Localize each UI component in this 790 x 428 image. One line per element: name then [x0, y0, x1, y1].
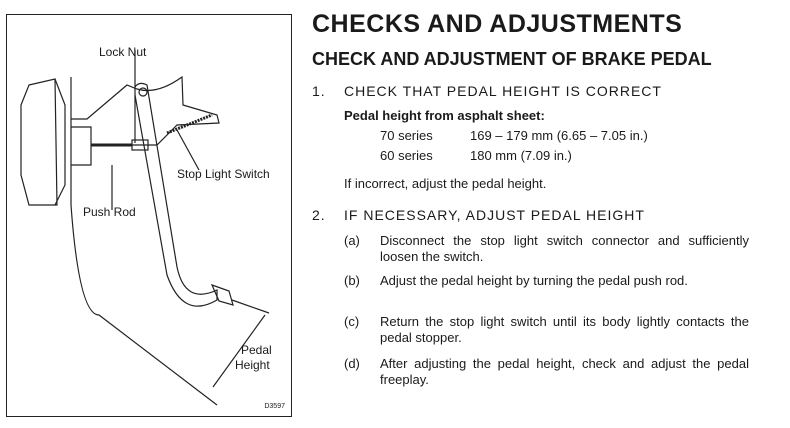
- substep-text: Return the stop light switch until its b…: [380, 314, 749, 345]
- push-rod-label: Push Rod: [83, 205, 136, 219]
- spec-value-60: 180 mm (7.09 in.): [470, 148, 572, 163]
- section-title: CHECK AND ADJUSTMENT OF BRAKE PEDAL: [312, 49, 712, 69]
- spec-label: Pedal height from asphalt sheet:: [344, 108, 545, 123]
- substep-marker: (d): [344, 356, 360, 371]
- step-1-number: 1.: [312, 83, 326, 99]
- substep-text: After adjusting the pedal height, check …: [380, 356, 749, 387]
- step-2-number: 2.: [312, 207, 326, 223]
- substep-d: (d) After adjusting the pedal height, ch…: [344, 356, 749, 388]
- step-1-heading: CHECK THAT PEDAL HEIGHT IS CORRECT: [344, 83, 662, 99]
- spec-series-70: 70 series: [380, 128, 433, 143]
- pedal-height-label-line1: Pedal: [241, 343, 272, 357]
- lock-nut-label: Lock Nut: [99, 45, 147, 59]
- step-1-note: If incorrect, adjust the pedal height.: [344, 176, 547, 191]
- brake-pedal-diagram: [20, 50, 270, 406]
- pedal-height-label-line2: Height: [235, 358, 270, 372]
- substep-a: (a) Disconnect the stop light switch con…: [344, 233, 749, 265]
- stop-light-switch-label: Stop Light Switch: [177, 167, 270, 181]
- substep-marker: (c): [344, 314, 360, 329]
- spec-series-60: 60 series: [380, 148, 433, 163]
- spec-value-70: 169 – 179 mm (6.65 – 7.05 in.): [470, 128, 648, 143]
- page-title: CHECKS AND ADJUSTMENTS: [312, 10, 683, 38]
- brake-pedal-figure: Lock Nut Stop Light Switch Push Rod Peda…: [6, 14, 292, 417]
- step-2-heading: IF NECESSARY, ADJUST PEDAL HEIGHT: [344, 207, 645, 223]
- substep-text: Adjust the pedal height by turning the p…: [380, 273, 688, 288]
- substep-text: Disconnect the stop light switch connect…: [380, 233, 749, 264]
- substep-c: (c) Return the stop light switch until i…: [344, 314, 749, 346]
- figure-code: D3597: [264, 403, 285, 410]
- substep-marker: (a): [344, 233, 360, 248]
- substep-marker: (b): [344, 273, 360, 288]
- substep-b: (b) Adjust the pedal height by turning t…: [344, 273, 749, 289]
